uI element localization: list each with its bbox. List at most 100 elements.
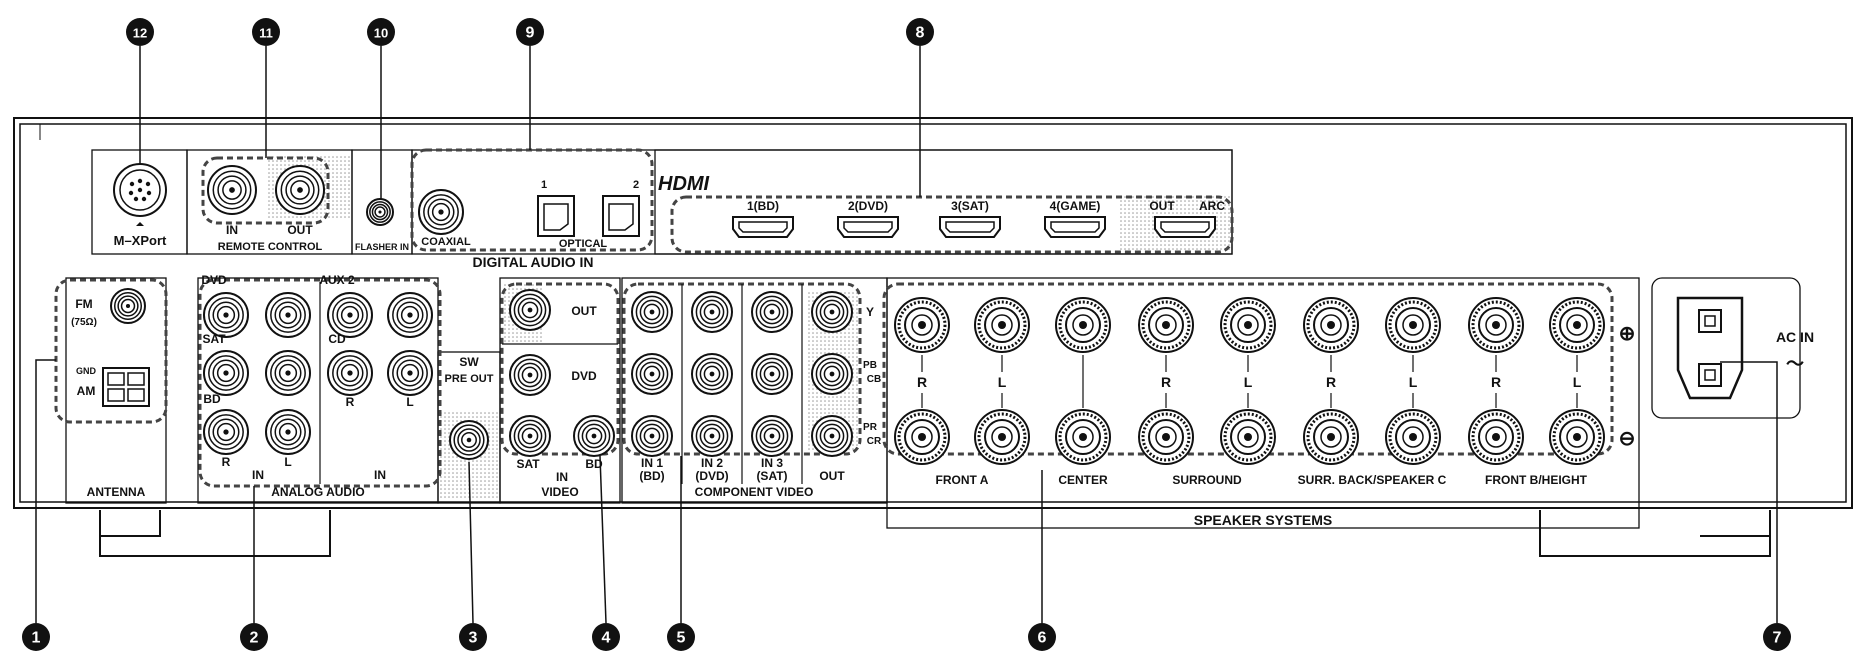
component-jack-4-1[interactable] <box>811 291 853 333</box>
analog-audio-jack-7[interactable] <box>327 292 373 338</box>
video-bd-jack[interactable] <box>573 415 615 457</box>
analog-audio-jack-2[interactable] <box>265 292 311 338</box>
speaker-post-positive-6[interactable] <box>1303 297 1359 353</box>
analog-audio-jack-6[interactable] <box>265 409 311 455</box>
callout-number: 2 <box>250 630 259 647</box>
speaker-post-positive-3[interactable] <box>1055 297 1111 353</box>
speaker-channel-label: R <box>1491 374 1501 390</box>
analog-audio-jack-8[interactable] <box>387 292 433 338</box>
speaker-post-positive-8[interactable] <box>1468 297 1524 353</box>
analog-r-label: R <box>222 455 231 469</box>
sw-pre-out-label: PRE OUT <box>445 373 494 385</box>
optical-label: OPTICAL <box>559 238 608 250</box>
remote-in-jack[interactable] <box>207 165 257 215</box>
speaker-post-negative-8[interactable] <box>1468 409 1524 465</box>
remote-out-jack[interactable] <box>275 165 325 215</box>
analog-audio-jack-5[interactable] <box>203 409 249 455</box>
analog-sat-label: SAT <box>202 332 226 346</box>
sw-pre-out-jack[interactable] <box>449 420 489 460</box>
component-jack-2-3[interactable] <box>691 415 733 457</box>
component-jack-1-2[interactable] <box>631 353 673 395</box>
component-jack-3-3[interactable] <box>751 415 793 457</box>
video-sat-label: SAT <box>516 457 540 471</box>
analog-dvd-label: DVD <box>201 273 227 287</box>
flasher-in-jack[interactable] <box>366 198 394 226</box>
speaker-post-positive-7[interactable] <box>1385 297 1441 353</box>
speaker-post-negative-9[interactable] <box>1549 409 1605 465</box>
ac-inlet[interactable] <box>1676 296 1744 400</box>
component-jack-4-3[interactable] <box>811 415 853 457</box>
speaker-minus-symbol: ⊖ <box>1619 428 1636 450</box>
m-xport-connector[interactable] <box>113 163 167 226</box>
speaker-post-positive-9[interactable] <box>1549 297 1605 353</box>
speaker-post-positive-1[interactable] <box>894 297 950 353</box>
optical-2-port[interactable] <box>602 195 640 237</box>
video-dvd-label: DVD <box>571 369 597 383</box>
coaxial-jack[interactable] <box>418 189 464 235</box>
hdmi-port-label: 2(DVD) <box>848 199 888 213</box>
video-out-jack[interactable] <box>509 289 551 331</box>
speaker-post-negative-7[interactable] <box>1385 409 1441 465</box>
hdmi-in-4-port[interactable] <box>1044 216 1106 238</box>
analog-audio-jack-3[interactable] <box>203 350 249 396</box>
callout-5: 5 <box>667 456 695 651</box>
analog-audio-jack-4[interactable] <box>265 350 311 396</box>
video-in-label: IN <box>556 470 568 484</box>
hdmi-in-3-port[interactable] <box>939 216 1001 238</box>
video-dvd-jack[interactable] <box>509 354 551 396</box>
component-jack-3-1[interactable] <box>751 291 793 333</box>
speaker-post-negative-6[interactable] <box>1303 409 1359 465</box>
component-jack-2-1[interactable] <box>691 291 733 333</box>
am-antenna-terminal[interactable] <box>102 367 150 407</box>
video-bd-label: BD <box>585 457 603 471</box>
speaker-post-positive-2[interactable] <box>974 297 1030 353</box>
speaker-channel-label: R <box>1326 374 1336 390</box>
hdmi-in-1-port[interactable] <box>732 216 794 238</box>
component-in1-label: IN 1 <box>641 456 663 470</box>
speaker-post-negative-4[interactable] <box>1138 409 1194 465</box>
callout-number: 9 <box>526 25 535 42</box>
analog-audio-jack-10[interactable] <box>387 350 433 396</box>
hdmi-in-2-port[interactable] <box>837 216 899 238</box>
speaker-post-negative-1[interactable] <box>894 409 950 465</box>
speaker-post-negative-3[interactable] <box>1055 409 1111 465</box>
callout-number: 6 <box>1038 630 1047 647</box>
component-jack-3-2[interactable] <box>751 353 793 395</box>
speaker-post-negative-5[interactable] <box>1220 409 1276 465</box>
callout-number: 11 <box>259 26 273 41</box>
optical-1-port[interactable] <box>537 195 575 237</box>
speaker-post-positive-4[interactable] <box>1138 297 1194 353</box>
component-jack-4-2[interactable] <box>811 353 853 395</box>
speaker-channel-label: R <box>1161 374 1171 390</box>
speaker-systems-title: SPEAKER SYSTEMS <box>1194 512 1332 528</box>
callout-11: 11 <box>252 18 280 158</box>
sw-label: SW <box>459 355 479 369</box>
callout-number: 5 <box>677 630 686 647</box>
hdmi-out-label: OUT <box>1149 199 1175 213</box>
component-video-title: COMPONENT VIDEO <box>695 485 814 499</box>
speaker-group-label: FRONT A <box>936 473 989 487</box>
chassis <box>13 117 1853 557</box>
callout-number: 10 <box>374 26 388 41</box>
fm-antenna-jack[interactable] <box>110 288 146 324</box>
speaker-channel-label: L <box>998 374 1007 390</box>
speaker-post-positive-5[interactable] <box>1220 297 1276 353</box>
component-in3-sub-label: (SAT) <box>756 469 787 483</box>
component-in2-sub-label: (DVD) <box>695 469 728 483</box>
component-jack-1-1[interactable] <box>631 291 673 333</box>
hdmi-out-port[interactable] <box>1154 216 1216 238</box>
analog-bd-label: BD <box>203 392 221 406</box>
callout-10: 10 <box>367 18 395 200</box>
analog-audio-jack-9[interactable] <box>327 350 373 396</box>
analog-audio-jack-1[interactable] <box>203 292 249 338</box>
remote-out-label: OUT <box>287 223 313 237</box>
component-jack-2-2[interactable] <box>691 353 733 395</box>
speaker-post-negative-2[interactable] <box>974 409 1030 465</box>
component-jack-1-3[interactable] <box>631 415 673 457</box>
speaker-channel-label: L <box>1244 374 1253 390</box>
callout-6: 6 <box>1028 470 1056 651</box>
fm-label: FM <box>75 297 92 311</box>
component-cr-label: CR <box>867 436 882 447</box>
video-sat-jack[interactable] <box>509 415 551 457</box>
